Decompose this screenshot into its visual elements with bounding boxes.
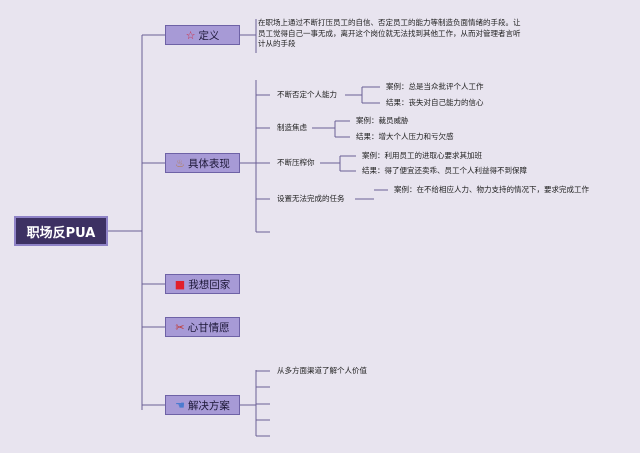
definition-line-3: 计从的手段 [258, 39, 296, 48]
category-solutions[interactable]: ☚ 解决方案 [165, 395, 240, 415]
root-node[interactable]: 职场反PUA [14, 216, 108, 246]
figure-icon: ♨ [175, 156, 185, 170]
category-willing[interactable]: ✂ 心甘情愿 [165, 317, 240, 337]
manifestation-4[interactable]: 设置无法完成的任务 [277, 194, 345, 203]
category-label: 定义 [198, 29, 220, 42]
definition-text: 在职场上通过不断打压员工的自信、否定员工的能力等制造负面情绪的手段。让 员工觉得… [258, 18, 548, 50]
manifestation-3-detail-2: 结果：得了便宜还卖乖、员工个人利益得不到保障 [362, 166, 527, 175]
flag-icon: ■ [174, 277, 186, 291]
manifestation-4-detail-1: 案例：在不给相应人力、物力支持的情况下，要求完成工作 [394, 185, 589, 194]
definition-line-2: 员工觉得自己一事无成，离开这个岗位就无法找到其他工作，从而对管理者言听 [258, 28, 521, 38]
category-label: 具体表现 [187, 157, 230, 170]
star-icon: ☆ [185, 28, 196, 42]
manifestation-2-detail-2: 结果：增大个人压力和亏欠感 [356, 132, 454, 141]
category-definition[interactable]: ☆ 定义 [165, 25, 240, 45]
manifestation-2[interactable]: 制造焦虑 [277, 123, 307, 132]
tools-icon: ✂ [175, 320, 185, 334]
category-go-home[interactable]: ■ 我想回家 [165, 274, 240, 294]
solution-1[interactable]: 从多方面渠道了解个人价值 [277, 366, 367, 375]
manifestation-3[interactable]: 不断压榨你 [277, 158, 315, 167]
category-label: 我想回家 [188, 278, 231, 291]
manifestation-1-detail-1: 案例：总是当众批评个人工作 [386, 82, 484, 91]
manifestation-1-detail-2: 结果：丧失对自己能力的信心 [386, 98, 484, 107]
manifestation-2-detail-1: 案例：裁员威胁 [356, 116, 409, 125]
category-label: 心甘情愿 [187, 321, 230, 334]
manifestation-1[interactable]: 不断否定个人能力 [277, 90, 337, 99]
root-label: 职场反PUA [26, 225, 96, 241]
hand-icon: ☚ [175, 398, 185, 412]
manifestation-3-detail-1: 案例：利用员工的进取心要求其加班 [362, 151, 482, 160]
category-label: 解决方案 [187, 399, 230, 412]
definition-line-1: 在职场上通过不断打压员工的自信、否定员工的能力等制造负面情绪的手段。让 [258, 18, 521, 27]
category-manifestations[interactable]: ♨ 具体表现 [165, 153, 240, 173]
